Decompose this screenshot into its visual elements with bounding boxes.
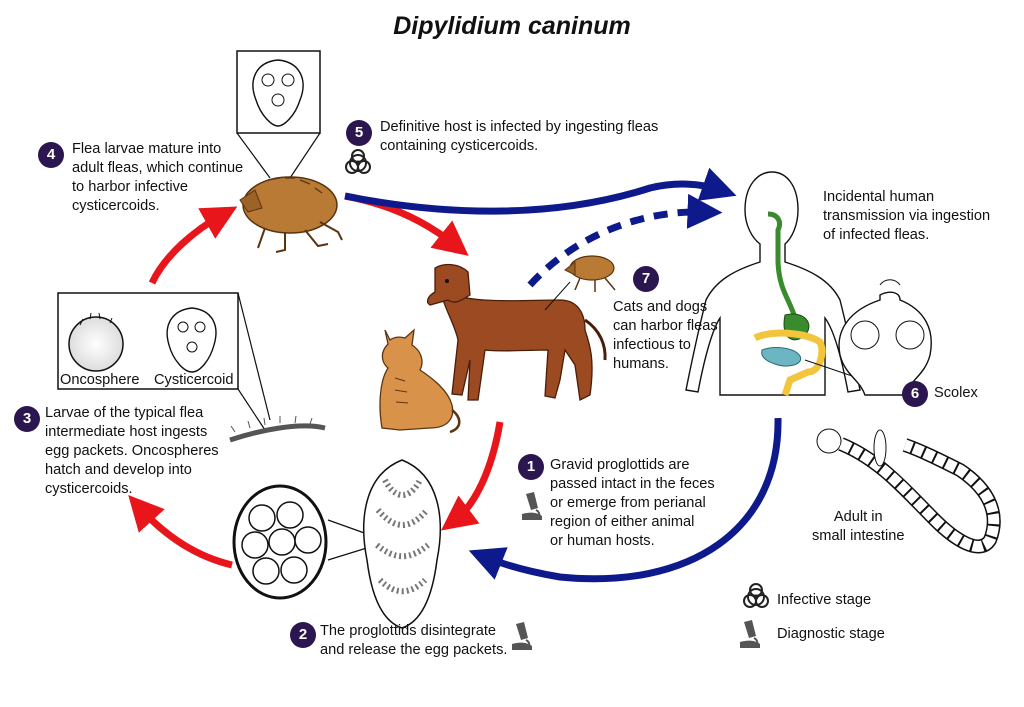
arrow-human-to-proglottid — [468, 417, 782, 583]
dog-illustration — [426, 263, 607, 401]
step-1-badge: 1 — [518, 454, 544, 480]
flea-larva-illustration — [229, 415, 326, 443]
arrow-eggs-to-larva — [128, 495, 233, 569]
small-flea-illustration — [544, 255, 616, 311]
human-transmission-label: Incidental human transmission via ingest… — [823, 189, 991, 243]
step-3-text: Larvae of the typical flea intermediate … — [45, 405, 219, 497]
biohazard-icon-step5 — [345, 149, 371, 174]
egg-packet-illustration — [232, 484, 371, 600]
proglottid-illustration — [363, 459, 441, 629]
step-5-text: Definitive host is infected by ingesting… — [380, 119, 659, 154]
diagram-title: Dipylidium caninum — [393, 12, 631, 40]
arrow-flea-to-human — [344, 167, 737, 215]
arrow-dog-flea-to-human — [527, 193, 723, 288]
microscope-icon-legend — [740, 620, 760, 648]
step-6-text: Scolex — [934, 385, 978, 401]
biohazard-icon-legend — [743, 583, 769, 608]
arrow-dog-to-proglottid — [441, 421, 504, 531]
step-2-text: The proglottids disintegrate and release… — [320, 623, 508, 658]
cysticercoid-inset-top — [236, 50, 321, 179]
microscope-icon-step1 — [522, 492, 542, 520]
oncosphere-label: Oncosphere — [60, 372, 140, 388]
step-4-badge: 4 — [38, 142, 64, 168]
step-6-badge: 6 — [902, 381, 928, 407]
step-4-text: Flea larvae mature into adult fleas, whi… — [72, 141, 244, 214]
adult-worm-illustration — [816, 428, 1001, 554]
adult-flea-illustration — [239, 176, 343, 253]
scolex-illustration — [838, 279, 932, 396]
step-2-badge: 2 — [290, 622, 316, 648]
human-body-illustration — [685, 171, 861, 397]
step-7-text: Cats and dogs can harbor fleas infectiou… — [613, 299, 718, 372]
larva-inset — [57, 292, 271, 431]
legend-infective-label: Infective stage — [777, 592, 872, 608]
legend-diagnostic-label: Diagnostic stage — [777, 626, 885, 642]
step-7-badge: 7 — [633, 266, 659, 292]
step-5-badge: 5 — [346, 120, 372, 146]
cat-illustration — [379, 328, 461, 434]
adult-label: Adult in small intestine — [812, 509, 905, 544]
arrow-larva-to-flea — [148, 206, 238, 285]
step-1-text: Gravid proglottids are passed intact in … — [550, 457, 715, 549]
cysticercoid-label: Cysticercoid — [154, 372, 234, 388]
step-3-badge: 3 — [14, 406, 40, 432]
microscope-icon-step2 — [512, 622, 532, 650]
